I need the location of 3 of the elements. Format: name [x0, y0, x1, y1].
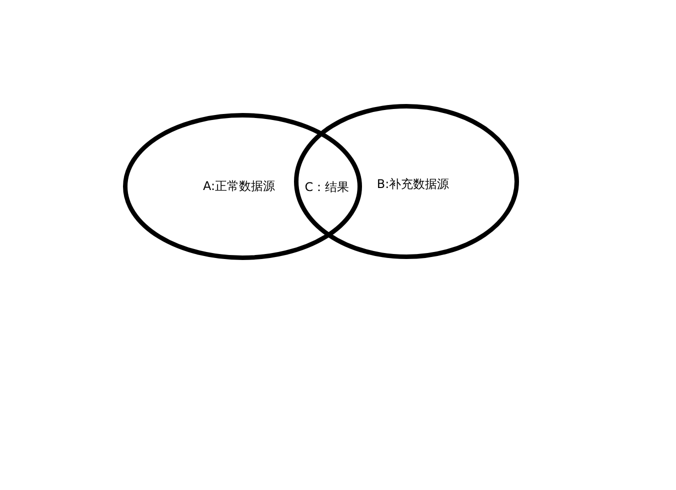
set-label: A:正常数据源 — [202, 179, 276, 193]
set-label: B:补充数据源 — [376, 177, 450, 191]
overlap-label: C：结果 — [304, 180, 350, 194]
